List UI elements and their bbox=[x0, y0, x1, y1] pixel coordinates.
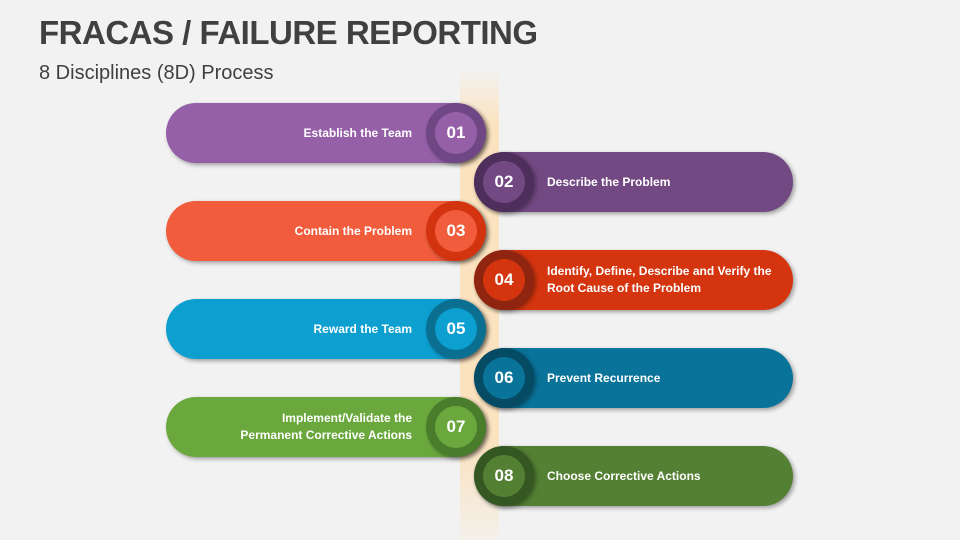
step-07: Implement/Validate the Permanent Correct… bbox=[166, 397, 486, 457]
step-number-badge: 08 bbox=[474, 446, 534, 506]
step-number: 08 bbox=[483, 455, 525, 497]
step-number-badge: 05 bbox=[426, 299, 486, 359]
step-06: 06 Prevent Recurrence bbox=[474, 348, 793, 408]
step-number: 04 bbox=[483, 259, 525, 301]
step-label: Describe the Problem bbox=[547, 174, 671, 189]
step-number-badge: 04 bbox=[474, 250, 534, 310]
step-label: Implement/Validate the Permanent Correct… bbox=[240, 411, 412, 442]
step-label: Reward the Team bbox=[313, 321, 412, 336]
step-label: Prevent Recurrence bbox=[547, 370, 661, 385]
step-05: Reward the Team 05 bbox=[166, 299, 486, 359]
step-number: 02 bbox=[483, 161, 525, 203]
slide-title: FRACAS / FAILURE REPORTING bbox=[39, 14, 538, 51]
step-number-badge: 07 bbox=[426, 397, 486, 457]
step-04: 04 Identify, Define, Describe and Verify… bbox=[474, 250, 793, 310]
step-number: 06 bbox=[483, 357, 525, 399]
step-number-badge: 06 bbox=[474, 348, 534, 408]
step-number-badge: 03 bbox=[426, 201, 486, 261]
step-08: 08 Choose Corrective Actions bbox=[474, 446, 793, 506]
slide-subtitle: 8 Disciplines (8D) Process bbox=[39, 62, 274, 84]
step-number: 03 bbox=[435, 210, 477, 252]
step-number: 01 bbox=[435, 112, 477, 154]
step-02: 02 Describe the Problem bbox=[474, 152, 793, 212]
step-number-badge: 02 bbox=[474, 152, 534, 212]
step-01: Establish the Team 01 bbox=[166, 103, 486, 163]
step-number: 05 bbox=[435, 308, 477, 350]
step-number-badge: 01 bbox=[426, 103, 486, 163]
step-number: 07 bbox=[435, 406, 477, 448]
step-label: Choose Corrective Actions bbox=[547, 468, 701, 483]
step-03: Contain the Problem 03 bbox=[166, 201, 486, 261]
step-label: Identify, Define, Describe and Verify th… bbox=[547, 264, 772, 295]
step-label: Contain the Problem bbox=[294, 223, 412, 238]
step-label: Establish the Team bbox=[303, 125, 412, 140]
